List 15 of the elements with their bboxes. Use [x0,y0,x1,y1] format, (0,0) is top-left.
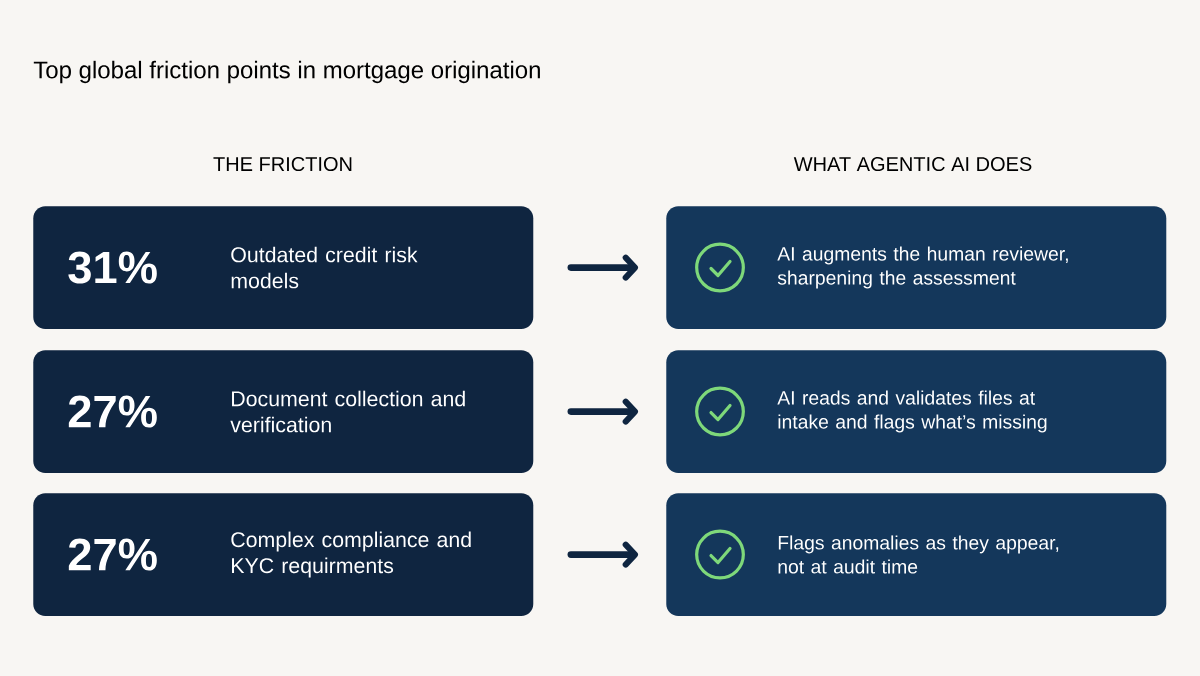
description: Complex compliance and KYC requirments [231,531,471,578]
description: Flags anomalies as they appear, not at audit time [778,535,1059,574]
column-heading: WHAT AGENTIC AI DOES [793,156,1032,172]
percentage: 31% [68,251,157,284]
arrow [567,254,638,281]
arrow [567,541,638,568]
description: AI augments the human reviewer, sharpening the assessment [777,246,1068,289]
description: Document collection and verification [230,390,465,433]
arrow [567,398,638,425]
description: Outdated credit risk models [231,246,418,289]
title: Top global friction points in mortgage origination [33,60,540,84]
description: AI reads and validates files at intake and flags what’s missing [777,390,1047,433]
percentage: 27% [68,538,157,571]
percentage: 27% [68,395,157,428]
column-heading: THE FRICTION [213,156,352,172]
